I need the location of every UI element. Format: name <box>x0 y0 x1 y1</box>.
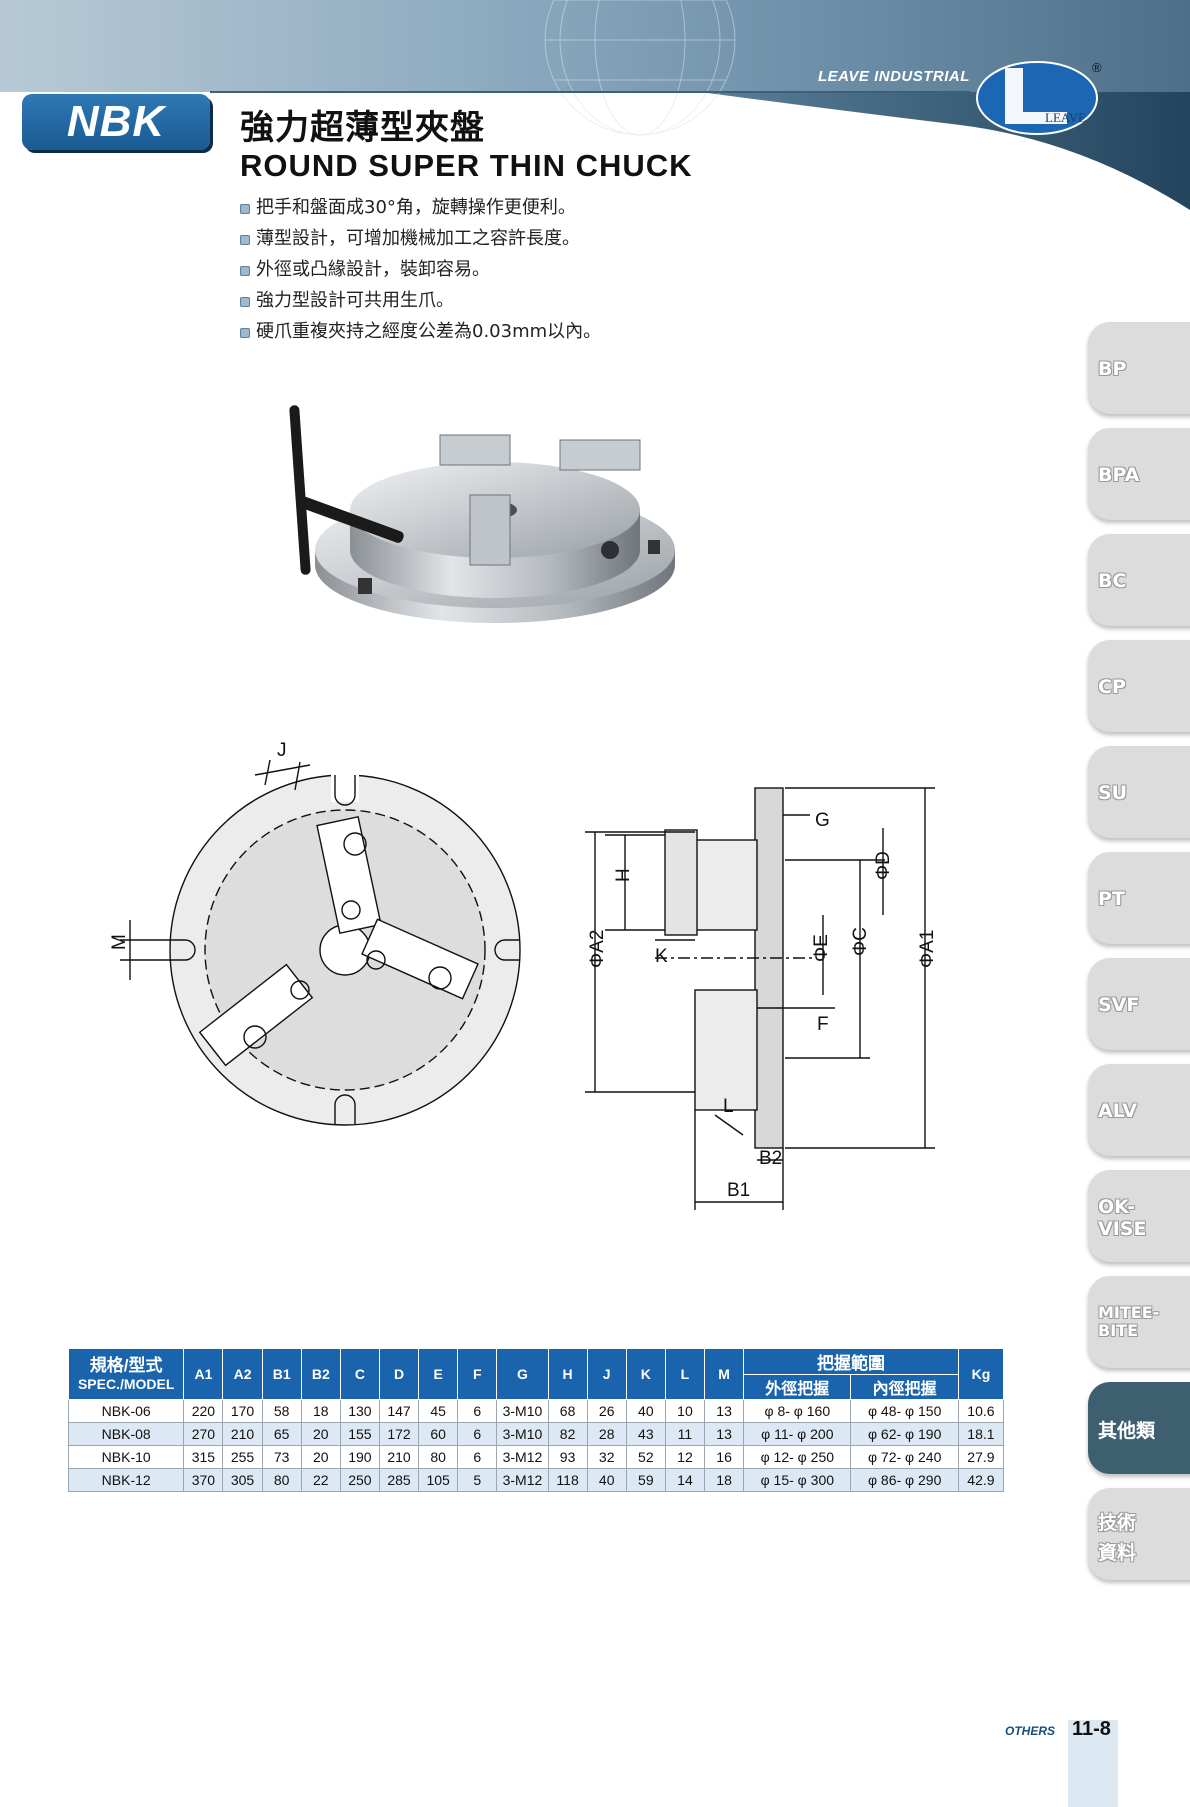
tab-cp[interactable]: CP <box>1088 640 1190 732</box>
col-b1: B1 <box>261 1348 302 1400</box>
feature-list: 把手和盤面成30°角，旋轉操作更便利。 薄型設計，可增加機械加工之容許長度。 外… <box>240 196 601 351</box>
tab-bc[interactable]: BC <box>1088 534 1190 626</box>
col-a1: A1 <box>183 1348 224 1400</box>
dim-label-c: ΦC <box>850 927 871 956</box>
logo-text: LEAVE <box>1045 110 1086 125</box>
col-c: C <box>339 1348 380 1400</box>
page-title-zh: 強力超薄型夾盤 <box>240 108 485 148</box>
tab-mitee-bite[interactable]: MITEE- BITE <box>1088 1276 1190 1368</box>
dim-label-l: L <box>723 1096 734 1117</box>
tab-alv[interactable]: ALV <box>1088 1064 1190 1156</box>
feature-item: 把手和盤面成30°角，旋轉操作更便利。 <box>240 196 601 227</box>
dim-label-g: G <box>815 810 830 831</box>
feature-item: 外徑或凸緣設計，裝卸容易。 <box>240 258 601 289</box>
model-badge-text: NBK <box>66 97 166 146</box>
bullet-icon <box>240 235 250 245</box>
dim-label-d: ΦD <box>873 851 894 880</box>
dim-label-a1: ΦA1 <box>917 930 938 968</box>
col-kg: Kg <box>957 1348 1005 1400</box>
header-rule <box>210 91 970 93</box>
bullet-icon <box>240 297 250 307</box>
dim-label-k: K <box>655 946 668 967</box>
dim-label-h: H <box>613 868 634 882</box>
dim-label-b1: B1 <box>727 1180 750 1201</box>
tab-su[interactable]: SU <box>1088 746 1190 838</box>
dim-label-j: J <box>277 740 287 761</box>
dim-label-a2: ΦA2 <box>587 930 608 968</box>
feature-item: 強力型設計可共用生爪。 <box>240 289 601 320</box>
col-m: M <box>704 1348 745 1400</box>
col-inner-grip: 內徑把握 <box>850 1374 959 1400</box>
footer-section: OTHERS <box>1005 1724 1056 1738</box>
tab-bpa[interactable]: BPA <box>1088 428 1190 520</box>
col-a2: A2 <box>222 1348 263 1400</box>
col-b2: B2 <box>300 1348 341 1400</box>
tab-ok-vise[interactable]: OK- VISE <box>1088 1170 1190 1262</box>
product-photo <box>289 405 675 623</box>
col-k: K <box>625 1348 666 1400</box>
col-grip-range: 把握範圍 <box>743 1348 959 1375</box>
model-badge: NBK <box>22 94 210 150</box>
bullet-icon <box>240 266 250 276</box>
brand-name: LEAVE INDUSTRIAL <box>818 68 970 85</box>
col-f: F <box>457 1348 498 1400</box>
col-outer-grip: 外徑把握 <box>743 1374 852 1400</box>
page-number: 11-8 <box>1072 1718 1111 1740</box>
col-l: L <box>664 1348 706 1400</box>
bullet-icon <box>240 328 250 338</box>
col-g: G <box>496 1348 549 1400</box>
col-h: H <box>547 1348 588 1400</box>
dim-label-e: ΦE <box>811 934 832 962</box>
feature-item: 硬爪重複夾持之經度公差為0.03mm以內。 <box>240 320 601 351</box>
tab-svf[interactable]: SVF <box>1088 958 1190 1050</box>
tab-others[interactable]: 其他類 <box>1088 1382 1190 1474</box>
dim-label-m: M <box>109 934 130 950</box>
registered-mark: ® <box>1092 60 1102 75</box>
tab-bp[interactable]: BP <box>1088 322 1190 414</box>
dim-label-b2: B2 <box>759 1148 782 1169</box>
leave-logo: LEAVE ® <box>976 60 1102 135</box>
feature-item: 薄型設計，可增加機械加工之容許長度。 <box>240 227 601 258</box>
tab-pt[interactable]: PT <box>1088 852 1190 944</box>
dim-label-f: F <box>817 1014 829 1035</box>
technical-drawing: J M H K G F L ΦA1 ΦA2 ΦC ΦD ΦE B1 B2 <box>109 740 938 1210</box>
page-number-box <box>1068 1720 1118 1807</box>
col-j: J <box>586 1348 627 1400</box>
page-title-en: ROUND SUPER THIN CHUCK <box>240 148 693 183</box>
col-d: D <box>378 1348 420 1400</box>
dimension-labels: J M H K G F L ΦA1 ΦA2 ΦC ΦD ΦE B1 B2 <box>109 740 938 1201</box>
bullet-icon <box>240 204 250 214</box>
col-e: E <box>418 1348 459 1400</box>
tab-tech-data[interactable]: 技術 資料 <box>1088 1488 1190 1580</box>
